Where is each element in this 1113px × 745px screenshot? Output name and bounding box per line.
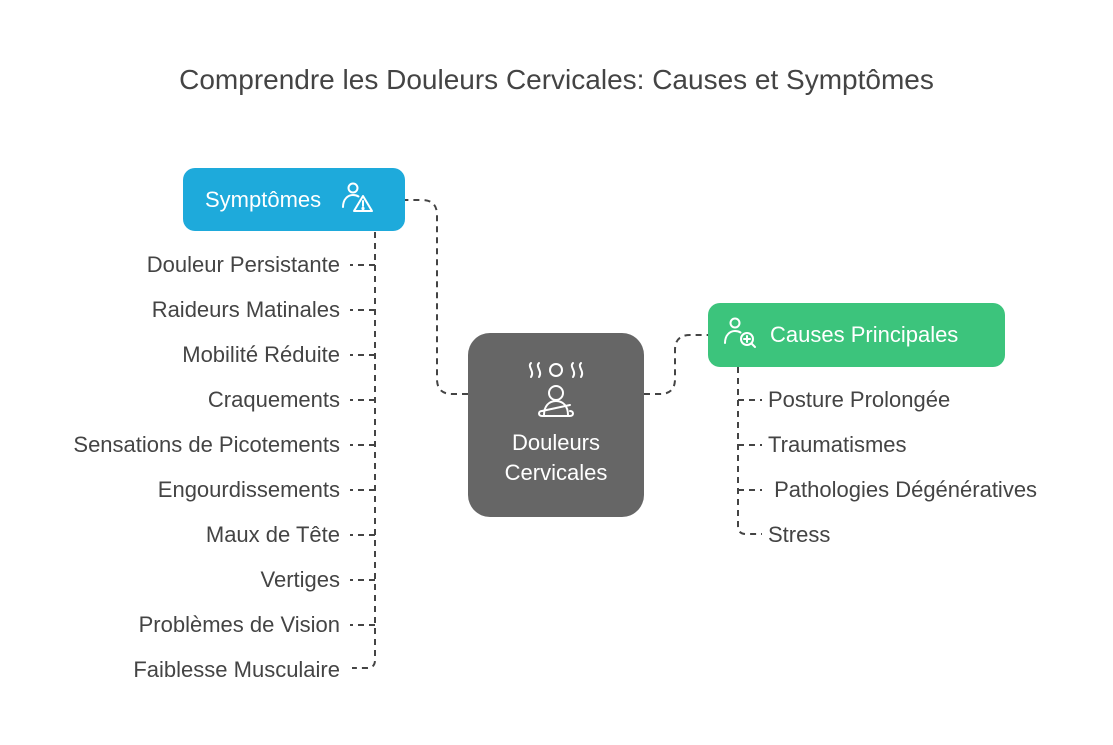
connector-center-symptoms [405, 199, 468, 395]
symptom-item: Douleur Persistante [146, 252, 340, 277]
page-title: Comprendre les Douleurs Cervicales: Caus… [179, 64, 934, 95]
symptom-item: Faiblesse Musculaire [133, 657, 340, 682]
cause-item: Pathologies Dégénératives [768, 477, 1038, 502]
symptom-item: Sensations de Picotements [73, 432, 340, 457]
center-node[interactable]: Douleurs Cervicales [468, 333, 644, 517]
person-warning-icon [339, 179, 375, 221]
symptom-item: Vertiges [260, 567, 341, 592]
center-label-line1: Douleurs [511, 430, 601, 455]
symptoms-trunk [352, 232, 376, 669]
causes-trunk [737, 367, 762, 535]
person-search-icon [722, 314, 758, 356]
symptoms-node[interactable]: Symptômes [183, 168, 405, 231]
cause-item: Posture Prolongée [768, 387, 951, 412]
symptom-item: Maux de Tête [205, 522, 340, 547]
center-label-line2: Cervicales [504, 460, 608, 485]
symptom-item: Craquements [207, 387, 340, 412]
connector-center-causes [644, 334, 708, 395]
cause-item: Stress [768, 522, 831, 547]
symptom-item: Mobilité Réduite [182, 342, 340, 367]
causes-node[interactable]: Causes Principales [708, 303, 1005, 367]
causes-label: Causes Principales [770, 322, 959, 347]
symptom-item: Problèmes de Vision [138, 612, 340, 637]
steam-person-icon [525, 361, 587, 422]
symptoms-label: Symptômes [205, 186, 322, 212]
cause-item: Traumatismes [768, 432, 907, 457]
symptom-item: Raideurs Matinales [151, 297, 340, 322]
symptom-item: Engourdissements [157, 477, 340, 502]
